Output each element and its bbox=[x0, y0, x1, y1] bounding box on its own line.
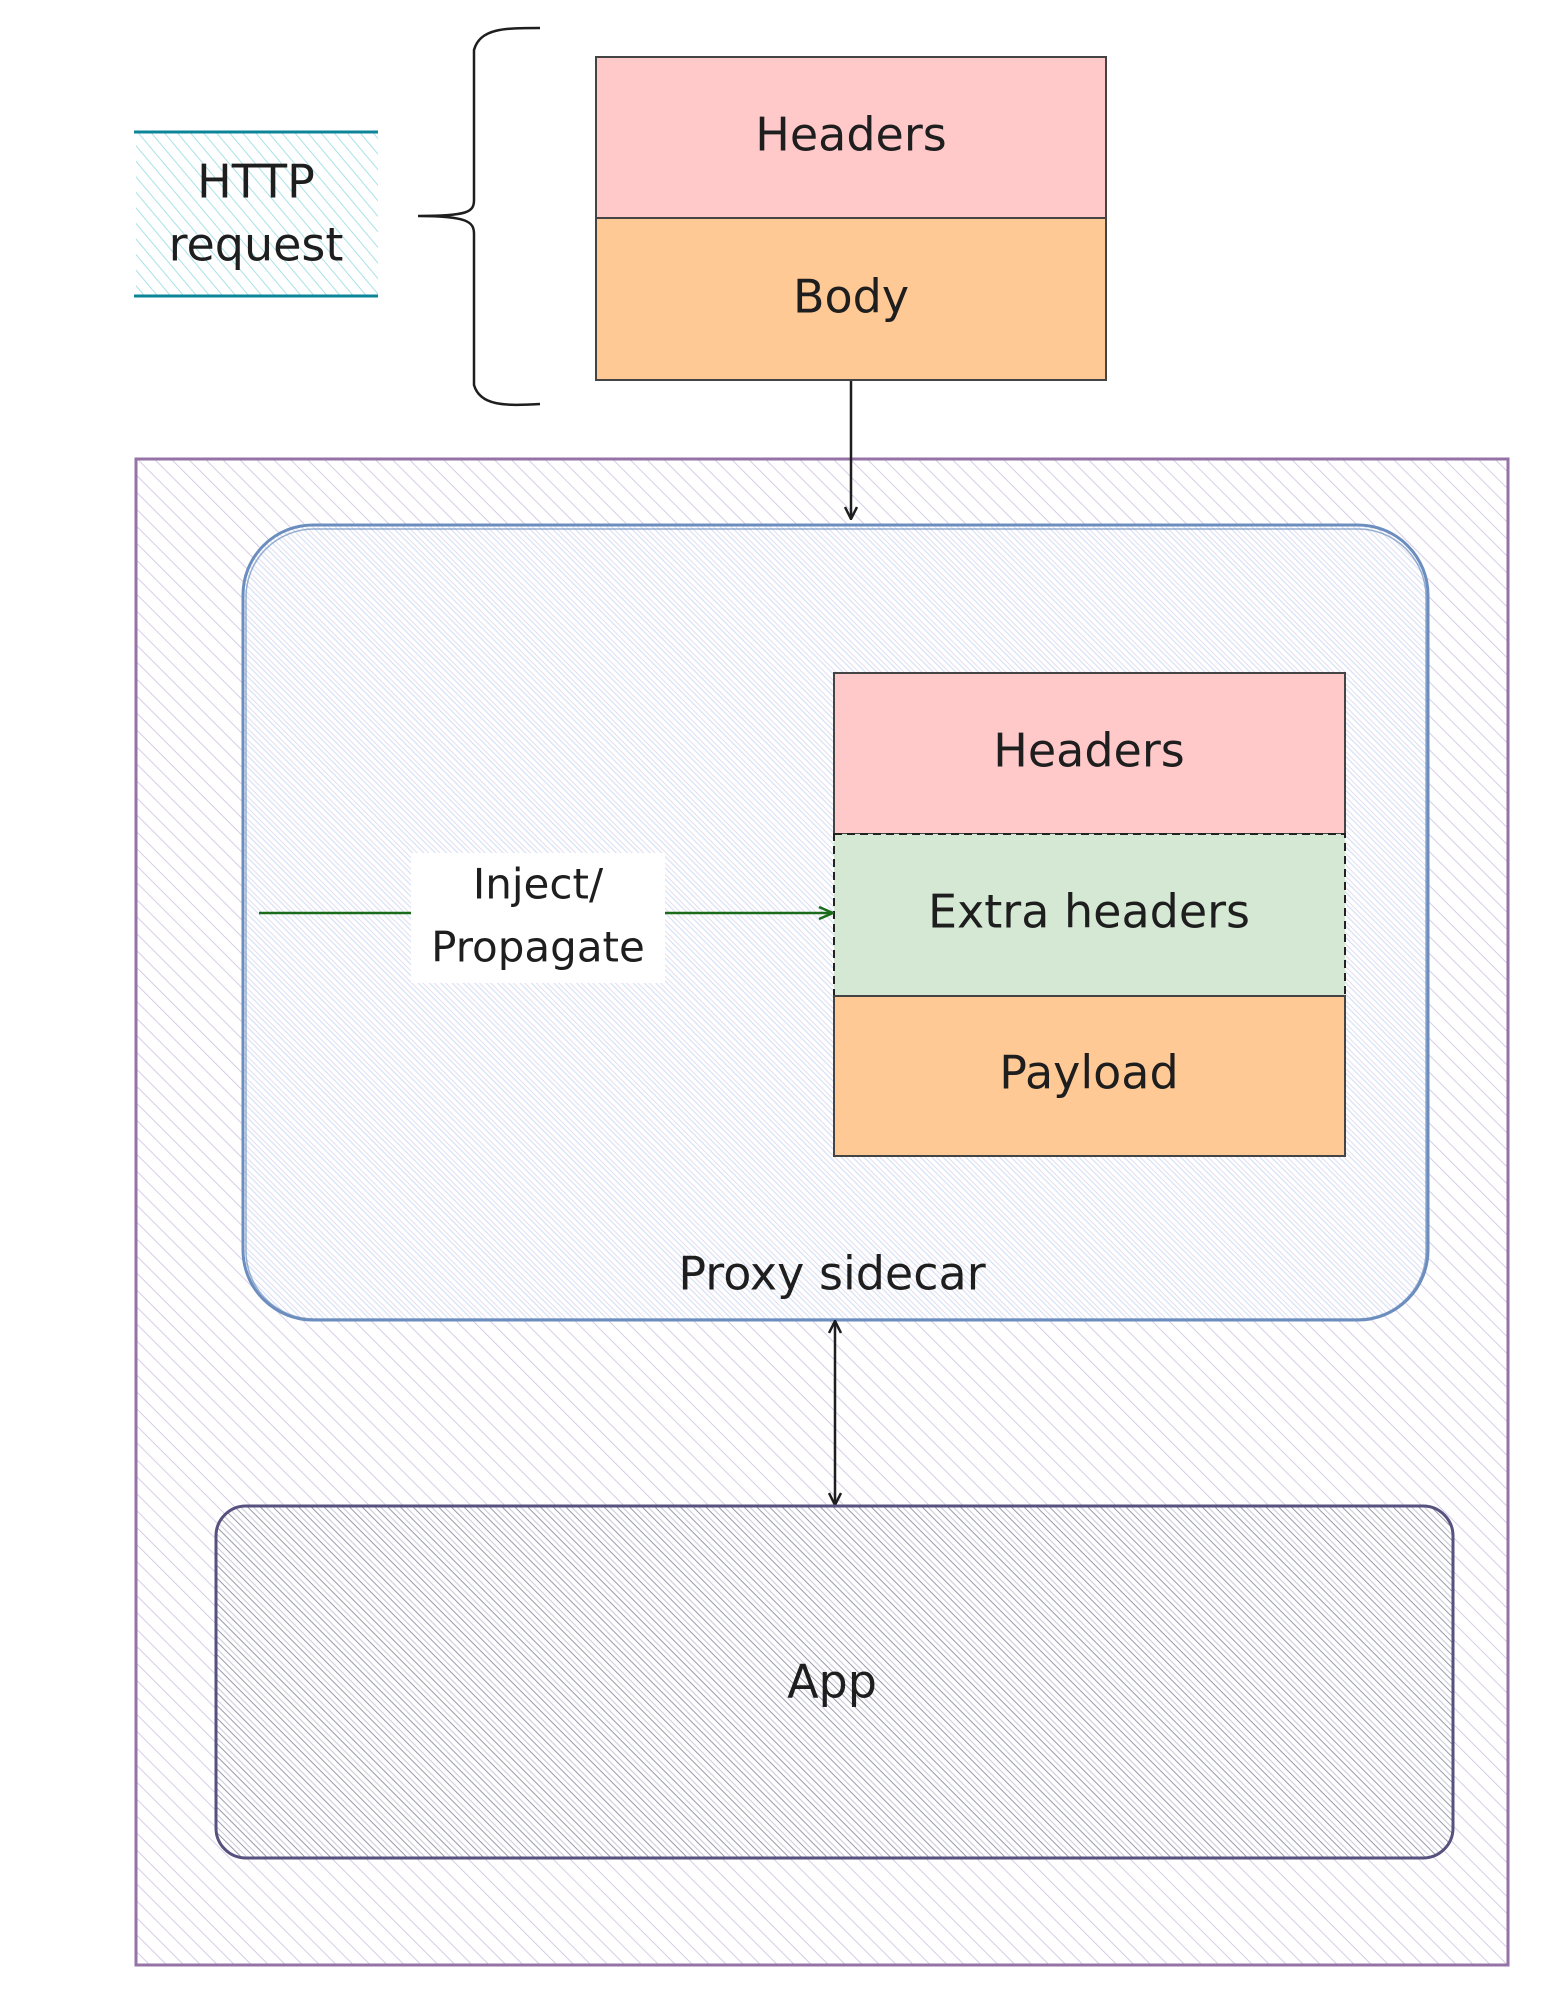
inject-label-line1: Inject/ bbox=[473, 860, 604, 909]
http-request-label-line2: request bbox=[169, 218, 344, 272]
proxy-sidecar-label: Proxy sidecar bbox=[678, 1247, 985, 1301]
proxy-payload-label: Payload bbox=[999, 1046, 1178, 1100]
proxy-headers-label: Headers bbox=[993, 724, 1184, 778]
proxy-sidecar-outline bbox=[245, 528, 1427, 1320]
inject-propagate-label-bg bbox=[411, 853, 665, 983]
proxy-extra-headers-label: Extra headers bbox=[928, 885, 1250, 939]
incoming-body-label: Body bbox=[793, 270, 909, 324]
curly-brace-icon bbox=[417, 26, 541, 407]
http-request-fill bbox=[136, 132, 378, 297]
incoming-headers-section[interactable] bbox=[595, 56, 1107, 219]
proxy-request-stack: Headers Extra headers Payload bbox=[833, 672, 1346, 1157]
proxy-headers-section[interactable] bbox=[833, 672, 1346, 835]
incoming-body-section[interactable] bbox=[595, 217, 1107, 381]
app-container[interactable] bbox=[214, 1504, 1455, 1860]
incoming-request-stack: Headers Body bbox=[595, 56, 1107, 381]
http-request-label-line1: HTTP bbox=[197, 155, 315, 209]
incoming-headers-label: Headers bbox=[755, 108, 946, 162]
app-label: App bbox=[787, 1655, 877, 1709]
inject-label-line2: Propagate bbox=[431, 923, 645, 972]
proxy-payload-section[interactable] bbox=[833, 995, 1346, 1157]
proxy-extra-headers-section[interactable] bbox=[833, 833, 1346, 997]
http-request-shape[interactable]: HTTP request bbox=[134, 130, 378, 298]
